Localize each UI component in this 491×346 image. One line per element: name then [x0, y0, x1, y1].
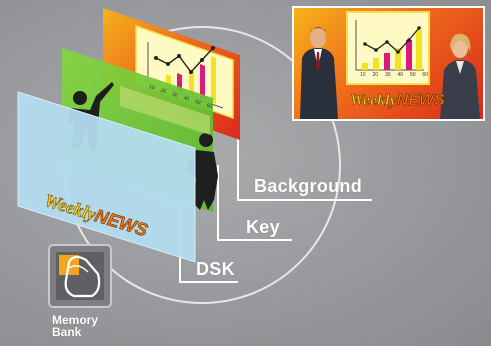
axis-label: 50	[409, 72, 416, 78]
preview-person-right	[440, 33, 480, 119]
axis-label: 10	[360, 72, 366, 78]
preview-logo-news: NEWS	[396, 92, 445, 110]
preview-logo-weekly: Weekly	[350, 92, 397, 110]
axis-label: 20	[159, 87, 167, 96]
dsk-layer-label: DSK	[196, 259, 235, 279]
key-layer-label: Key	[246, 217, 280, 237]
preview-news-logo: WeeklyNEWS	[350, 92, 445, 110]
axis-label: 60	[422, 72, 428, 78]
preview-axis-labels: 10 20 30 40 50 60	[360, 72, 428, 78]
preview-chart-panel	[346, 11, 430, 85]
axis-label: 40	[397, 72, 404, 78]
composite-preview: 10 20 30 40 50 60 WeeklyNEWS	[292, 6, 485, 121]
axis-label: 10	[148, 84, 156, 92]
axis-label: 40	[182, 95, 190, 103]
preview-chart-bars	[362, 30, 422, 70]
background-chart-panel	[135, 24, 234, 120]
axis-label: 30	[171, 91, 179, 99]
memory-bank-label: Memory Bank	[52, 314, 98, 338]
memory-bank-label-line1: Memory	[52, 313, 99, 327]
axis-label: 20	[372, 72, 379, 78]
preview-graphic	[300, 11, 480, 119]
preview-person-left	[300, 27, 338, 119]
background-layer-label: Background	[254, 176, 363, 196]
memory-bank-icon	[48, 244, 112, 308]
memory-bank-label-line2: Bank	[52, 325, 82, 339]
axis-label: 30	[384, 72, 391, 78]
axis-label: 50	[194, 98, 202, 107]
key-connector	[217, 165, 292, 241]
dsk-layer	[17, 91, 196, 263]
background-connector	[237, 136, 372, 201]
